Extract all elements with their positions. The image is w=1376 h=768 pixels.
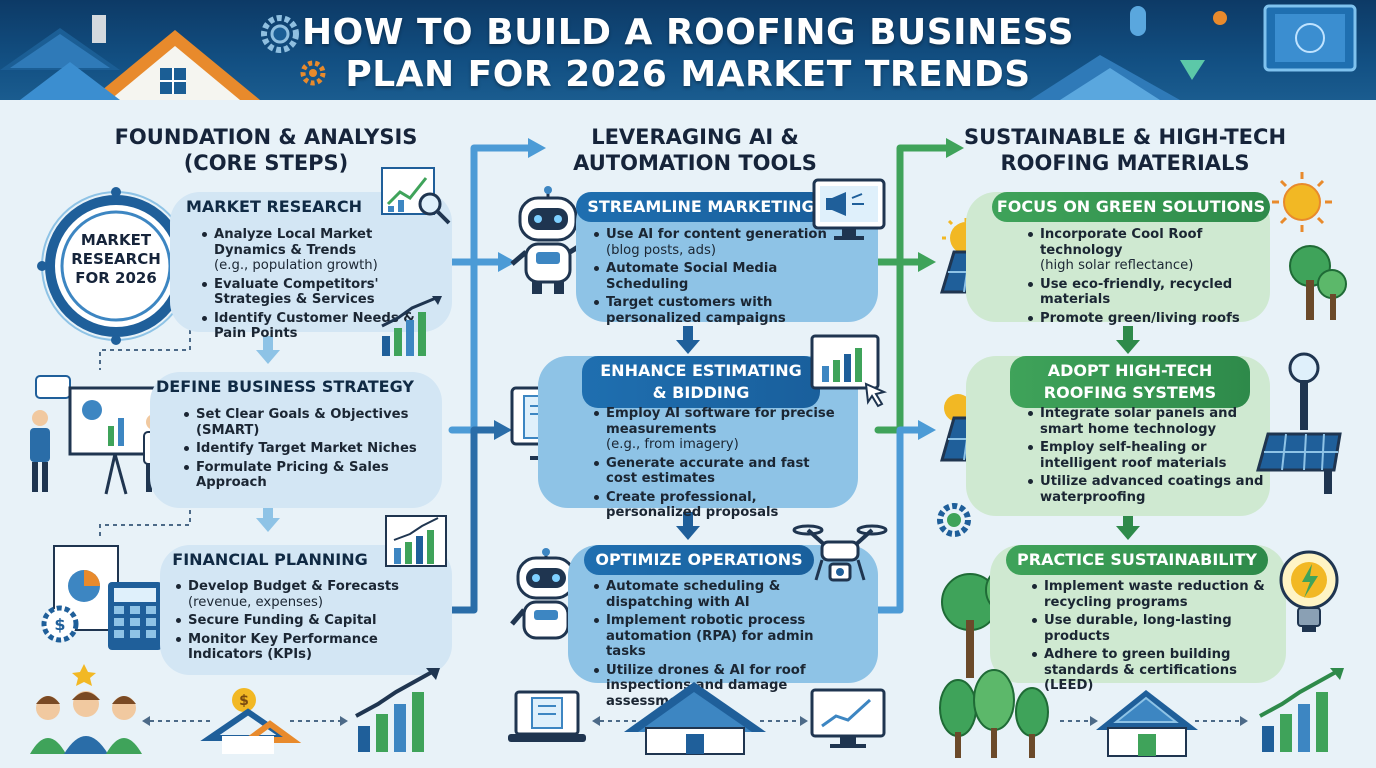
gear-icon (300, 60, 326, 86)
lightbulb-icon (1279, 550, 1339, 632)
page-title: HOW TO BUILD A ROOFING BUSINESS PLAN FOR… (0, 12, 1376, 96)
market-research-card (170, 192, 452, 332)
column-2-title-line-1: LEVERAGING AI & (591, 125, 799, 149)
list-item: Identify Target Market Niches (184, 441, 424, 457)
estimating-heading-line-2: & BIDDING (652, 383, 750, 402)
green-solutions-list: Incorporate Cool Roof technology (high s… (1028, 227, 1278, 329)
house-solar-icon (1030, 4, 1357, 100)
robot-icon (510, 186, 588, 294)
column-2-title: LEVERAGING AI & AUTOMATION TOOLS (540, 124, 850, 176)
badge-line-2: RESEARCH (71, 250, 161, 268)
svg-text:$: $ (239, 693, 249, 709)
business-strategy-card (150, 372, 442, 508)
list-item: Target customers with personalized campa… (594, 295, 854, 326)
column-3-title-line-1: SUSTAINABLE & HIGH-TECH (963, 125, 1287, 149)
list-item: Develop Budget & Forecasts (revenue, exp… (176, 579, 426, 610)
list-item: Utilize advanced coatings and waterproof… (1028, 474, 1278, 505)
tree-icon (1289, 245, 1347, 320)
sustainability-heading: PRACTICE SUSTAINABILITY (1006, 545, 1268, 575)
bar-chart-icon (1259, 668, 1344, 752)
list-item: Promote green/living roofs (1028, 311, 1278, 327)
robot-icon (510, 548, 582, 640)
financial-planning-list: Develop Budget & Forecasts (revenue, exp… (176, 579, 426, 666)
list-item: Implement robotic process automation (RP… (594, 613, 846, 660)
list-item: Evaluate Competitors' Strategies & Servi… (202, 277, 442, 308)
market-research-list: Analyze Local Market Dynamics & Trends (… (202, 227, 442, 345)
bar-chart-icon (355, 668, 440, 752)
list-item: Formulate Pricing & Sales Approach (184, 460, 424, 491)
house-solar-icon (0, 15, 260, 100)
list-item: Implement waste reduction & recycling pr… (1032, 579, 1282, 610)
business-strategy-heading: DEFINE BUSINESS STRATEGY (156, 377, 414, 396)
high-tech-heading-line-2: ROOFING SYSTEMS (1043, 383, 1217, 402)
smart-solar-icon (1256, 352, 1342, 494)
list-item: Monitor Key Performance Indicators (KPIs… (176, 632, 426, 663)
list-item: Use durable, long-lasting products (1032, 613, 1282, 644)
drone-icon (792, 524, 888, 582)
high-tech-heading-line-1: ADOPT HIGH-TECH (1047, 361, 1213, 380)
dollar-icon: $ (41, 605, 79, 643)
gear-icon (261, 15, 299, 53)
list-item: Incorporate Cool Roof technology (high s… (1028, 227, 1278, 274)
list-item: Use eco-friendly, recycled materials (1028, 277, 1278, 308)
house-solar-icon (624, 682, 766, 755)
estimating-bidding-list: Employ AI software for precise measureme… (594, 406, 844, 524)
list-item: Analyze Local Market Dynamics & Trends (… (202, 227, 442, 274)
market-research-badge-text: MARKET RESEARCH FOR 2026 (56, 231, 176, 288)
sun-icon (1272, 172, 1332, 232)
high-tech-systems-heading: ADOPT HIGH-TECH ROOFING SYSTEMS (1010, 356, 1250, 408)
svg-text:$: $ (54, 615, 65, 634)
badge-line-3: FOR 2026 (75, 269, 157, 287)
team-icon (30, 664, 142, 754)
list-item: Employ self-healing or intelligent roof … (1028, 440, 1278, 471)
streamline-marketing-heading: STREAMLINE MARKETING (576, 192, 826, 222)
tree-icon (939, 669, 1049, 758)
column-1-title-line-1: FOUNDATION & ANALYSIS (114, 125, 418, 149)
optimize-operations-heading: OPTIMIZE OPERATIONS (584, 545, 814, 575)
bar-chart-icon (385, 515, 447, 567)
column-1-title-line-2: (CORE STEPS) (183, 151, 349, 175)
financial-planning-heading: FINANCIAL PLANNING (172, 550, 368, 569)
column-2-title-line-2: AUTOMATION TOOLS (573, 151, 817, 175)
market-research-badge (37, 187, 195, 345)
column-3-title: SUSTAINABLE & HIGH-TECH ROOFING MATERIAL… (950, 124, 1300, 176)
badge-line-1: MARKET (80, 231, 152, 249)
monitor-chart-icon (810, 688, 886, 748)
column-1-title: FOUNDATION & ANALYSIS (CORE STEPS) (96, 124, 436, 176)
business-strategy-list: Set Clear Goals & Objectives (SMART) Ide… (184, 407, 424, 494)
list-item: Integrate solar panels and smart home te… (1028, 406, 1278, 437)
column-3-title-line-2: ROOFING MATERIALS (1000, 151, 1250, 175)
bar-chart-icon (810, 334, 888, 408)
title-line-2: PLAN FOR 2026 MARKET TRENDS (345, 54, 1031, 95)
list-item: Automate scheduling & dispatching with A… (594, 579, 846, 610)
green-solutions-heading: FOCUS ON GREEN SOLUTIONS (992, 192, 1270, 222)
estimating-heading-line-1: ENHANCE ESTIMATING (600, 361, 802, 380)
list-item: Adhere to green building standards & cer… (1032, 647, 1282, 694)
list-item: Automate Social Media Scheduling (594, 261, 854, 292)
estimating-bidding-heading: ENHANCE ESTIMATING & BIDDING (582, 356, 820, 408)
title-line-1: HOW TO BUILD A ROOFING BUSINESS (301, 12, 1075, 53)
list-item: Employ AI software for precise measureme… (594, 406, 844, 453)
high-tech-systems-list: Integrate solar panels and smart home te… (1028, 406, 1278, 508)
monitor-megaphone-icon (812, 178, 886, 240)
list-item: Secure Funding & Capital (176, 613, 426, 629)
streamline-marketing-list: Use AI for content generation (blog post… (594, 227, 854, 329)
list-item: Create professional, personalized propos… (594, 490, 844, 521)
house-solar-icon: $ (200, 688, 302, 754)
list-item: Identify Customer Needs & Pain Points (202, 311, 442, 342)
laptop-icon (508, 690, 586, 742)
bar-chart-icon (381, 296, 442, 356)
header-banner: HOW TO BUILD A ROOFING BUSINESS PLAN FOR… (0, 0, 1376, 100)
list-item: Set Clear Goals & Objectives (SMART) (184, 407, 424, 438)
market-research-heading: MARKET RESEARCH (186, 197, 362, 216)
sustainability-list: Implement waste reduction & recycling pr… (1032, 579, 1282, 697)
magnifier-icon (418, 192, 451, 225)
list-item: Generate accurate and fast cost estimate… (594, 456, 844, 487)
list-item: Use AI for content generation (blog post… (594, 227, 854, 258)
house-solar-icon (1096, 690, 1198, 757)
gear-icon (937, 503, 971, 537)
